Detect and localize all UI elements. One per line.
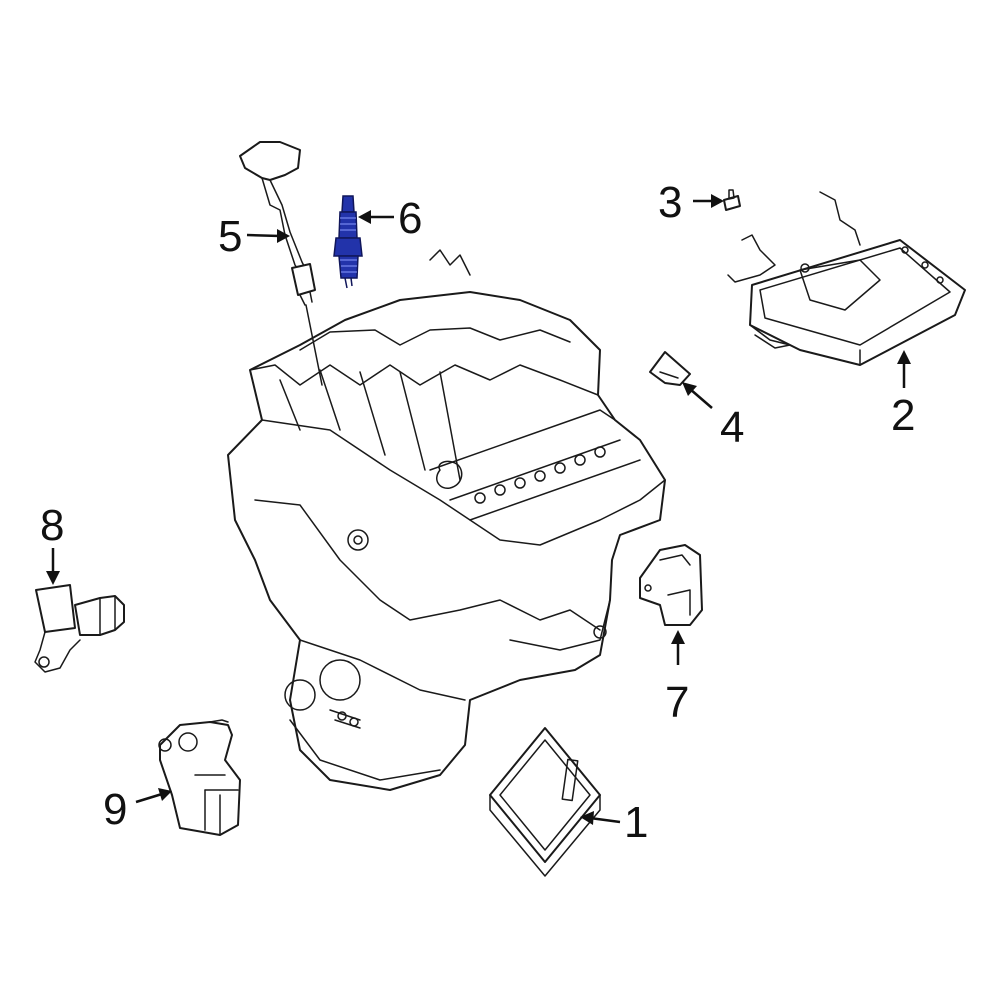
callout-7: 7: [665, 678, 689, 727]
part-2-ecu-bracket: [727, 191, 966, 366]
part-3-bolt: [723, 189, 741, 211]
callout-4: 4: [720, 403, 744, 452]
engine-assembly: [227, 249, 666, 791]
callout-9: 9: [103, 785, 127, 834]
callout-5: 5: [218, 212, 242, 261]
part-4-clip: [649, 351, 691, 386]
part-1-engine-control-module: [489, 727, 601, 877]
callout-3: 3: [658, 178, 682, 227]
part-9-sensor: [158, 719, 241, 836]
callout-1: 1: [624, 798, 648, 847]
callout-arrows: [46, 194, 911, 825]
part-6-spark-plug: [333, 195, 363, 289]
callout-2: 2: [891, 391, 915, 440]
callout-8: 8: [40, 501, 64, 550]
callout-6: 6: [398, 194, 422, 243]
part-5-ignition-coil: [239, 141, 323, 386]
part-7-sensor: [639, 544, 703, 626]
part-8-position-sensor: [34, 584, 125, 673]
